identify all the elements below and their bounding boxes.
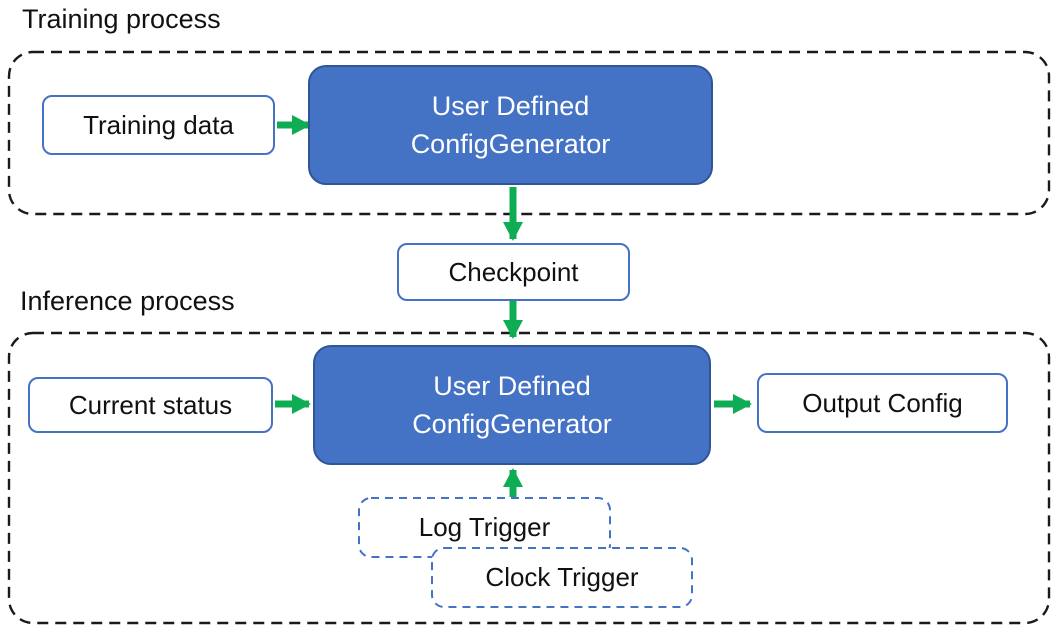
- checkpoint-node: Checkpoint: [397, 243, 630, 301]
- output-config-node: Output Config: [757, 373, 1008, 433]
- clock-trigger-box: [431, 547, 693, 608]
- training-data-node: Training data: [42, 95, 275, 155]
- training-config-generator-line2: ConfigGenerator: [410, 129, 611, 159]
- training-process-container: [7, 50, 1051, 216]
- clock-trigger-label: Clock Trigger: [485, 562, 639, 592]
- training-config-generator-node: User Defined ConfigGenerator: [308, 65, 713, 185]
- inference-config-generator-node: User Defined ConfigGenerator: [313, 345, 711, 465]
- log-trigger-label: Log Trigger: [418, 512, 551, 542]
- training-config-generator-line1: User Defined: [431, 91, 590, 121]
- training-process-label: Training process: [22, 4, 221, 34]
- inference-config-generator-line1: User Defined: [433, 371, 591, 401]
- inference-process-label: Inference process: [20, 286, 235, 316]
- inference-process-container: [7, 331, 1051, 625]
- current-status-node: Current status: [28, 377, 273, 433]
- inference-config-generator-line2: ConfigGenerator: [412, 409, 612, 439]
